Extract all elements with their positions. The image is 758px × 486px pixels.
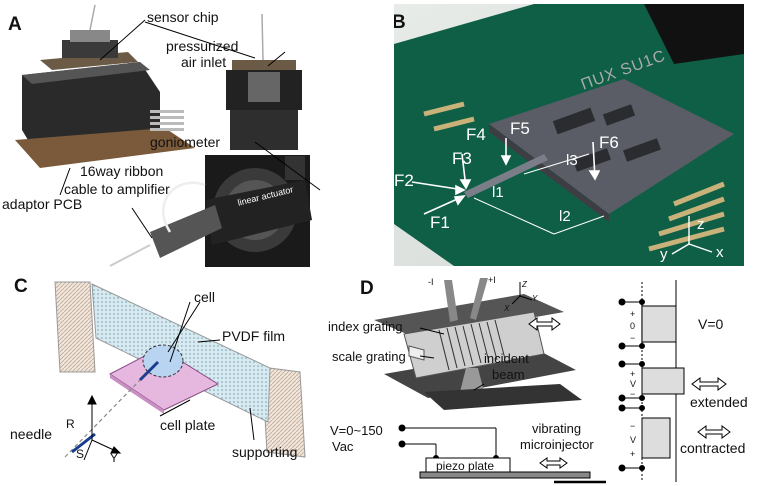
incident-label-2: beam [492, 367, 525, 382]
pressurized-label: pressurized [166, 38, 239, 54]
ic-chip [644, 4, 744, 64]
grating-structure [374, 278, 582, 410]
needle [71, 432, 96, 454]
right-support [261, 366, 306, 458]
pvdf-film-label: PVDF film [222, 328, 285, 344]
panel-d: D -I +I Z Y X index grating scale gratin… [324, 272, 754, 484]
force-arrows [411, 138, 601, 215]
piezo-plate-label: piezo plate [436, 459, 495, 473]
sign-1-top: + [630, 309, 636, 319]
vibrating-label-1: vibrating [532, 421, 582, 436]
state-v0-label: V=0 [698, 316, 724, 332]
voltage-label-1: V=0~150 [330, 423, 383, 438]
chip-holder [226, 13, 302, 150]
ribbon-cable-label-1: 16way ribbon [80, 163, 164, 179]
state-extended-label: extended [690, 394, 748, 410]
axis-r: R [66, 417, 75, 431]
state-contracted-label: contracted [680, 440, 746, 456]
length-l2: l2 [559, 208, 571, 225]
d-axes [511, 282, 533, 305]
sign-3-bot: + [630, 449, 636, 459]
sign-2-bot: − [630, 389, 636, 399]
sign-3-mid: V [630, 435, 637, 445]
axes-triad [671, 216, 713, 255]
axis-z-d: Z [522, 280, 527, 289]
c-leader-lines [159, 301, 255, 441]
goniometer-label: goniometer [150, 134, 221, 150]
axis-x: x [716, 244, 724, 261]
force-f6: F6 [599, 133, 619, 152]
axis-z: z [697, 216, 705, 233]
panel-c-illustration [54, 281, 306, 461]
cantilever-beam [464, 154, 548, 198]
axis-y: y [660, 246, 668, 263]
needle-path [64, 379, 141, 458]
voltage-label-2: Vac [332, 439, 354, 454]
double-arrow [528, 317, 561, 331]
force-f3: F3 [452, 149, 472, 168]
cell-plate-label: cell plate [160, 417, 216, 433]
panel-d-label: D [360, 278, 374, 299]
axis-s: S [76, 447, 85, 461]
sign-2-top: + [630, 369, 636, 379]
panel-c: C cell PVDF film needle cell plate suppo… [0, 272, 370, 484]
incident-label-1: incident [484, 351, 529, 366]
panel-b-illustration [394, 4, 744, 266]
ribbon-cable-label-2: cable to amplifier [64, 181, 170, 197]
axes-rsy [83, 394, 122, 461]
panel-a: A sensor chip pressurized air inlet goni… [0, 0, 378, 270]
minus-i-label: -I [428, 277, 434, 287]
index-grating-label: index grating [328, 319, 403, 334]
sign-1-mid: 0 [630, 321, 636, 331]
sensor-die [489, 79, 734, 214]
needle-label: needle [10, 426, 53, 442]
axis-y-c: Y [110, 451, 119, 465]
panel-b-label: B [394, 12, 406, 33]
length-l1: l1 [492, 184, 504, 201]
force-f2: F2 [394, 171, 414, 190]
goniometer-photo [109, 155, 312, 267]
die-pattern [552, 104, 661, 172]
force-f4: F4 [466, 125, 486, 144]
axis-x-d: X [504, 304, 510, 313]
force-f1: F1 [430, 213, 450, 232]
panel-a-illustration [15, 4, 321, 267]
d-leader-lines [419, 327, 485, 391]
sign-3-top: − [630, 421, 636, 431]
left-support [54, 281, 96, 373]
supporting-label: supporting [232, 444, 298, 460]
axis-y-d: Y [532, 294, 538, 303]
panel-c-label: C [14, 276, 28, 297]
scale-grating-label: scale grating [332, 349, 406, 364]
pvdf-film [91, 283, 271, 423]
piezo-circuit [398, 424, 606, 484]
force-f5: F5 [510, 119, 530, 138]
panel-a-label: A [8, 14, 22, 35]
panel-b: B ΠUX SU1C F1 F2 F3 F4 F5 F6 l1 l2 l3 z … [394, 4, 744, 266]
cell-label: cell [194, 289, 216, 305]
pcb-traces [423, 101, 725, 252]
length-l3: l3 [566, 152, 578, 169]
plus-i-label: +I [488, 275, 496, 285]
adaptor-block [15, 4, 195, 168]
sign-2-mid: V [630, 379, 637, 389]
adaptor-pcb-label: adaptor PCB [2, 196, 83, 212]
vibrating-label-2: microinjector [520, 437, 594, 452]
air-inlet-label: air inlet [181, 54, 227, 70]
panel-d-illustration [374, 278, 731, 484]
sensor-chip-label: sensor chip [147, 9, 219, 25]
piezo-states [618, 280, 731, 482]
leader-lines [59, 19, 321, 239]
dimension-lines [473, 153, 605, 235]
sign-1-bot: − [630, 333, 636, 343]
